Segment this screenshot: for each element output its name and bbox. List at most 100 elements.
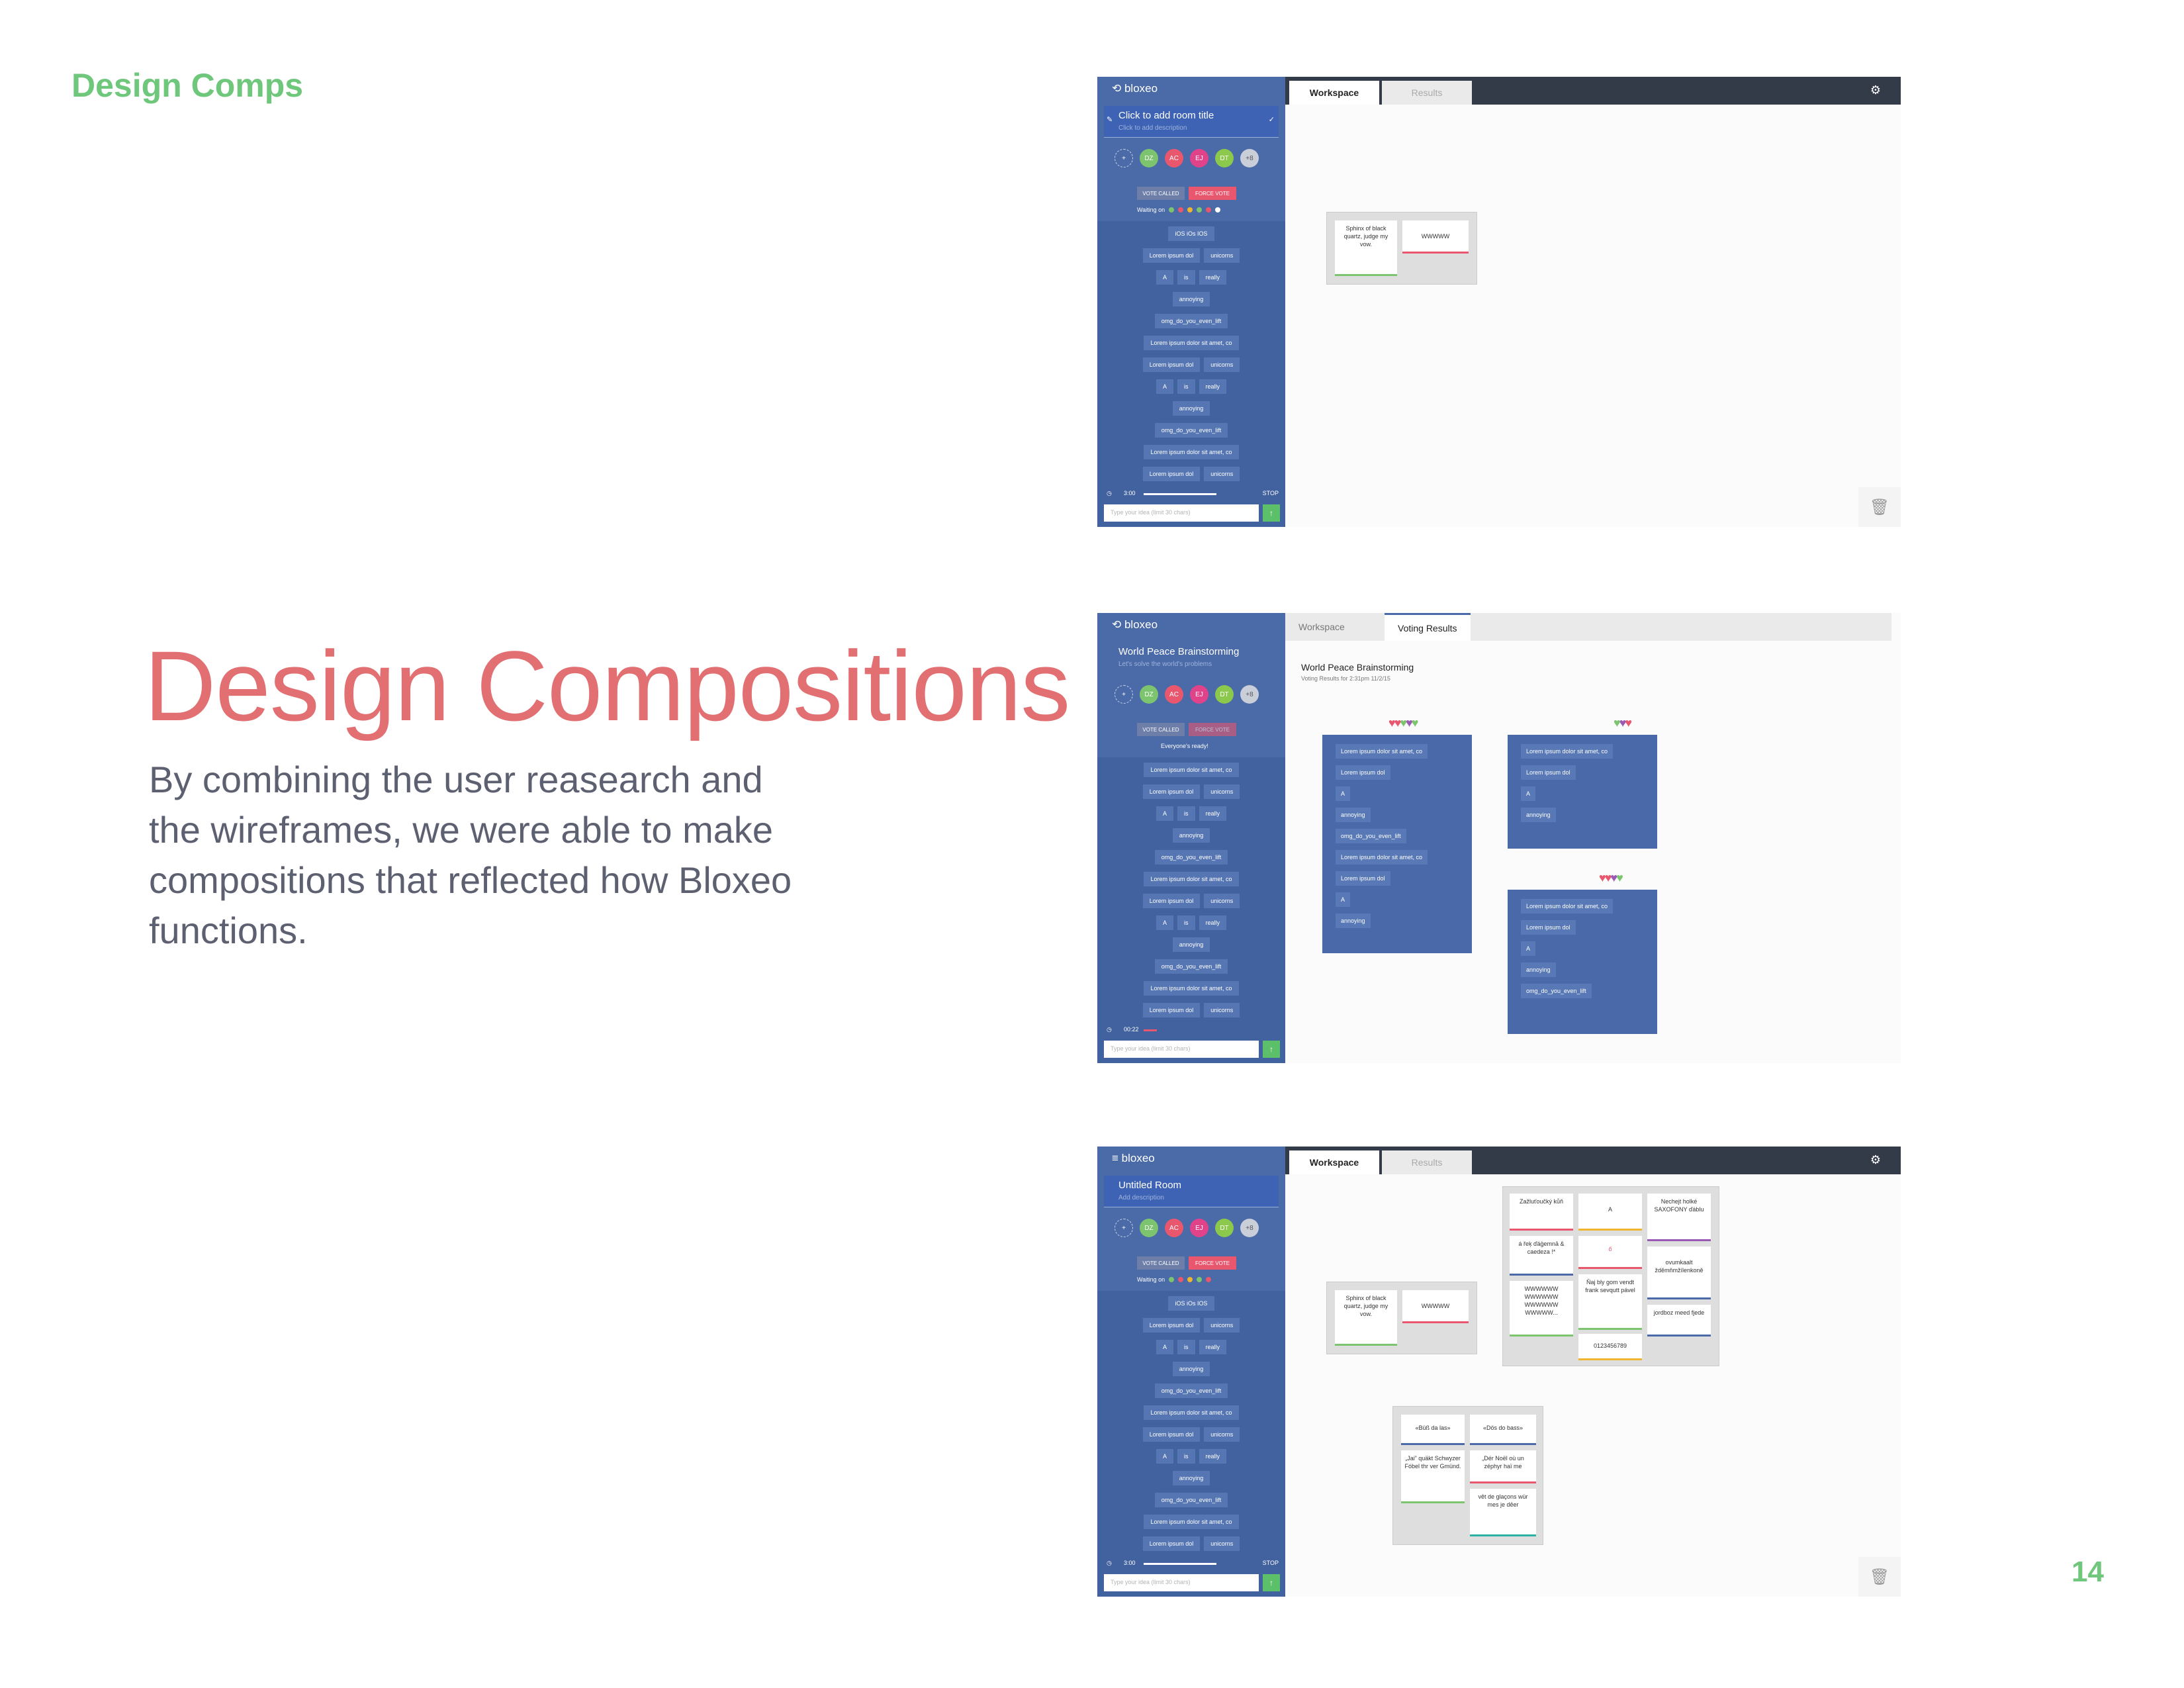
idea-chip[interactable]: Lorem ipsum dolor sit amet, co [1144, 445, 1239, 459]
idea-input[interactable]: Type your idea (limit 30 chars) [1104, 504, 1259, 522]
idea-chip[interactable]: is [1177, 379, 1195, 394]
add-user-icon[interactable]: + [1115, 1219, 1133, 1237]
add-user-icon[interactable]: + [1115, 149, 1133, 167]
idea-card[interactable]: WWWWWW WWWWWW WWWWWW WWWWW... [1510, 1281, 1573, 1336]
idea-input[interactable]: Type your idea (limit 30 chars) [1104, 1041, 1259, 1058]
idea-chip[interactable]: A [1156, 915, 1173, 930]
arrow-up-icon[interactable]: ↑ [1263, 504, 1280, 522]
avatar-more[interactable]: +8 [1240, 1219, 1259, 1237]
idea-card[interactable]: «Büß da las» [1401, 1415, 1465, 1445]
idea-chip[interactable]: iOS iOs IOS [1168, 226, 1214, 241]
tab-results[interactable]: Results [1382, 1150, 1472, 1174]
idea-chip[interactable]: Lorem ipsum dol [1142, 357, 1201, 372]
idea-chip[interactable]: omg_do_you_even_lift [1154, 959, 1228, 974]
room-header[interactable]: ✎ Click to add room title Click to add d… [1104, 106, 1279, 138]
idea-chip[interactable]: really [1199, 915, 1227, 930]
idea-chip[interactable]: unicorns [1204, 894, 1240, 908]
vote-called-button[interactable]: VOTE CALLED [1137, 723, 1185, 736]
idea-chip[interactable]: Lorem ipsum dol [1142, 1536, 1201, 1551]
idea-chip[interactable]: Lorem ipsum dolor sit amet, co [1144, 981, 1239, 996]
avatar-more[interactable]: +8 [1240, 149, 1259, 167]
arrow-up-icon[interactable]: ↑ [1263, 1041, 1280, 1058]
idea-chip[interactable]: omg_do_you_even_lift [1154, 423, 1228, 438]
idea-chip[interactable]: unicorns [1204, 1318, 1240, 1333]
idea-input[interactable]: Type your idea (limit 30 chars) [1104, 1574, 1259, 1591]
idea-chip[interactable]: Lorem ipsum dol [1142, 1427, 1201, 1442]
idea-card[interactable]: WWWWW [1402, 220, 1469, 254]
card-group[interactable]: «Büß da las» «Dös do bass» „Jai” quäkt S… [1392, 1406, 1543, 1545]
idea-chip[interactable]: is [1177, 806, 1195, 821]
vote-called-button[interactable]: VOTE CALLED [1137, 1256, 1185, 1270]
idea-chip[interactable]: annoying [1172, 292, 1210, 306]
check-icon[interactable]: ✓ [1268, 116, 1275, 124]
idea-card[interactable]: «Dös do bass» [1470, 1415, 1536, 1445]
idea-chip[interactable]: Lorem ipsum dolor sit amet, co [1144, 763, 1239, 777]
idea-chip[interactable]: Lorem ipsum dol [1142, 1003, 1201, 1017]
idea-chip[interactable]: unicorns [1204, 784, 1240, 799]
stop-button[interactable]: STOP [1262, 1560, 1279, 1566]
idea-card[interactable]: ő [1578, 1236, 1642, 1269]
idea-card[interactable]: A [1578, 1194, 1642, 1231]
vote-called-button[interactable]: VOTE CALLED [1137, 187, 1185, 200]
gear-icon[interactable]: ⚙ [1870, 83, 1881, 97]
card-group[interactable]: Sphinx of black quartz, judge my vow. WW… [1326, 1282, 1477, 1354]
card-group[interactable]: Sphinx of black quartz, judge my vow. WW… [1326, 212, 1477, 285]
idea-card[interactable]: Sphinx of black quartz, judge my vow. [1335, 1290, 1397, 1346]
idea-card[interactable]: „Jai” quäkt Schwyzer Fóbel thr ver Gmünd… [1401, 1450, 1465, 1503]
force-vote-button[interactable]: FORCE VOTE [1189, 187, 1236, 200]
room-description[interactable]: Add description [1118, 1194, 1164, 1201]
idea-chip[interactable]: unicorns [1204, 1536, 1240, 1551]
idea-chip[interactable]: Lorem ipsum dolor sit amet, co [1144, 1405, 1239, 1420]
idea-card[interactable]: jordboz meed fjede [1647, 1305, 1711, 1336]
idea-chip[interactable]: Lorem ipsum dol [1142, 784, 1201, 799]
idea-chip[interactable]: A [1156, 379, 1173, 394]
idea-chip[interactable]: annoying [1172, 1471, 1210, 1485]
idea-chip[interactable]: Lorem ipsum dol [1142, 1318, 1201, 1333]
tab-workspace[interactable]: Workspace [1289, 81, 1379, 105]
tab-workspace[interactable]: Workspace [1285, 613, 1385, 641]
idea-card[interactable]: Zažluťoučký kůň [1510, 1194, 1573, 1231]
idea-chip[interactable]: A [1156, 806, 1173, 821]
idea-chip[interactable]: annoying [1172, 1362, 1210, 1376]
room-header[interactable]: Untitled Room Add description [1104, 1176, 1279, 1207]
idea-chip[interactable]: unicorns [1204, 467, 1240, 481]
idea-chip[interactable]: Lorem ipsum dolor sit amet, co [1144, 1515, 1239, 1529]
add-user-icon[interactable]: + [1115, 685, 1133, 704]
idea-chip[interactable]: A [1156, 1449, 1173, 1464]
gear-icon[interactable]: ⚙ [1870, 1153, 1881, 1166]
tab-results[interactable]: Results [1382, 81, 1472, 105]
idea-chip[interactable]: A [1156, 270, 1173, 285]
card-group[interactable]: Zažluťoučký kůň A Nechejt holké SAXOFONY… [1502, 1186, 1719, 1366]
idea-chip[interactable]: really [1199, 379, 1227, 394]
idea-chip[interactable]: is [1177, 270, 1195, 285]
idea-chip[interactable]: A [1156, 1340, 1173, 1354]
idea-card[interactable]: „Dér Noël où un zéphyr haï me [1470, 1450, 1536, 1483]
room-description[interactable]: Click to add description [1118, 124, 1187, 132]
idea-chip[interactable]: Lorem ipsum dol [1142, 248, 1201, 263]
tab-workspace[interactable]: Workspace [1289, 1150, 1379, 1174]
idea-chip[interactable]: unicorns [1204, 357, 1240, 372]
idea-card[interactable]: 0123456789 [1578, 1334, 1642, 1360]
stop-button[interactable]: STOP [1262, 490, 1279, 496]
force-vote-button[interactable]: FORCE VOTE [1189, 1256, 1236, 1270]
idea-card[interactable]: Nechejt holké SAXOFONY ďáblu [1647, 1194, 1711, 1241]
idea-chip[interactable]: really [1199, 1449, 1227, 1464]
idea-chip[interactable]: is [1177, 1340, 1195, 1354]
idea-chip[interactable]: omg_do_you_even_lift [1154, 1383, 1228, 1398]
arrow-up-icon[interactable]: ↑ [1263, 1574, 1280, 1591]
room-title[interactable]: Click to add room title [1118, 110, 1214, 121]
trash-icon[interactable]: 🗑 [1858, 487, 1901, 527]
tab-voting-results[interactable]: Voting Results [1385, 613, 1471, 641]
idea-chip[interactable]: omg_do_you_even_lift [1154, 314, 1228, 328]
idea-chip[interactable]: Lorem ipsum dol [1142, 894, 1201, 908]
idea-chip[interactable]: really [1199, 270, 1227, 285]
idea-chip[interactable]: is [1177, 915, 1195, 930]
idea-chip[interactable]: unicorns [1204, 1427, 1240, 1442]
idea-chip[interactable]: annoying [1172, 401, 1210, 416]
room-title[interactable]: Untitled Room [1118, 1180, 1182, 1191]
idea-chip[interactable]: omg_do_you_even_lift [1154, 1493, 1228, 1507]
idea-chip[interactable]: omg_do_you_even_lift [1154, 850, 1228, 865]
